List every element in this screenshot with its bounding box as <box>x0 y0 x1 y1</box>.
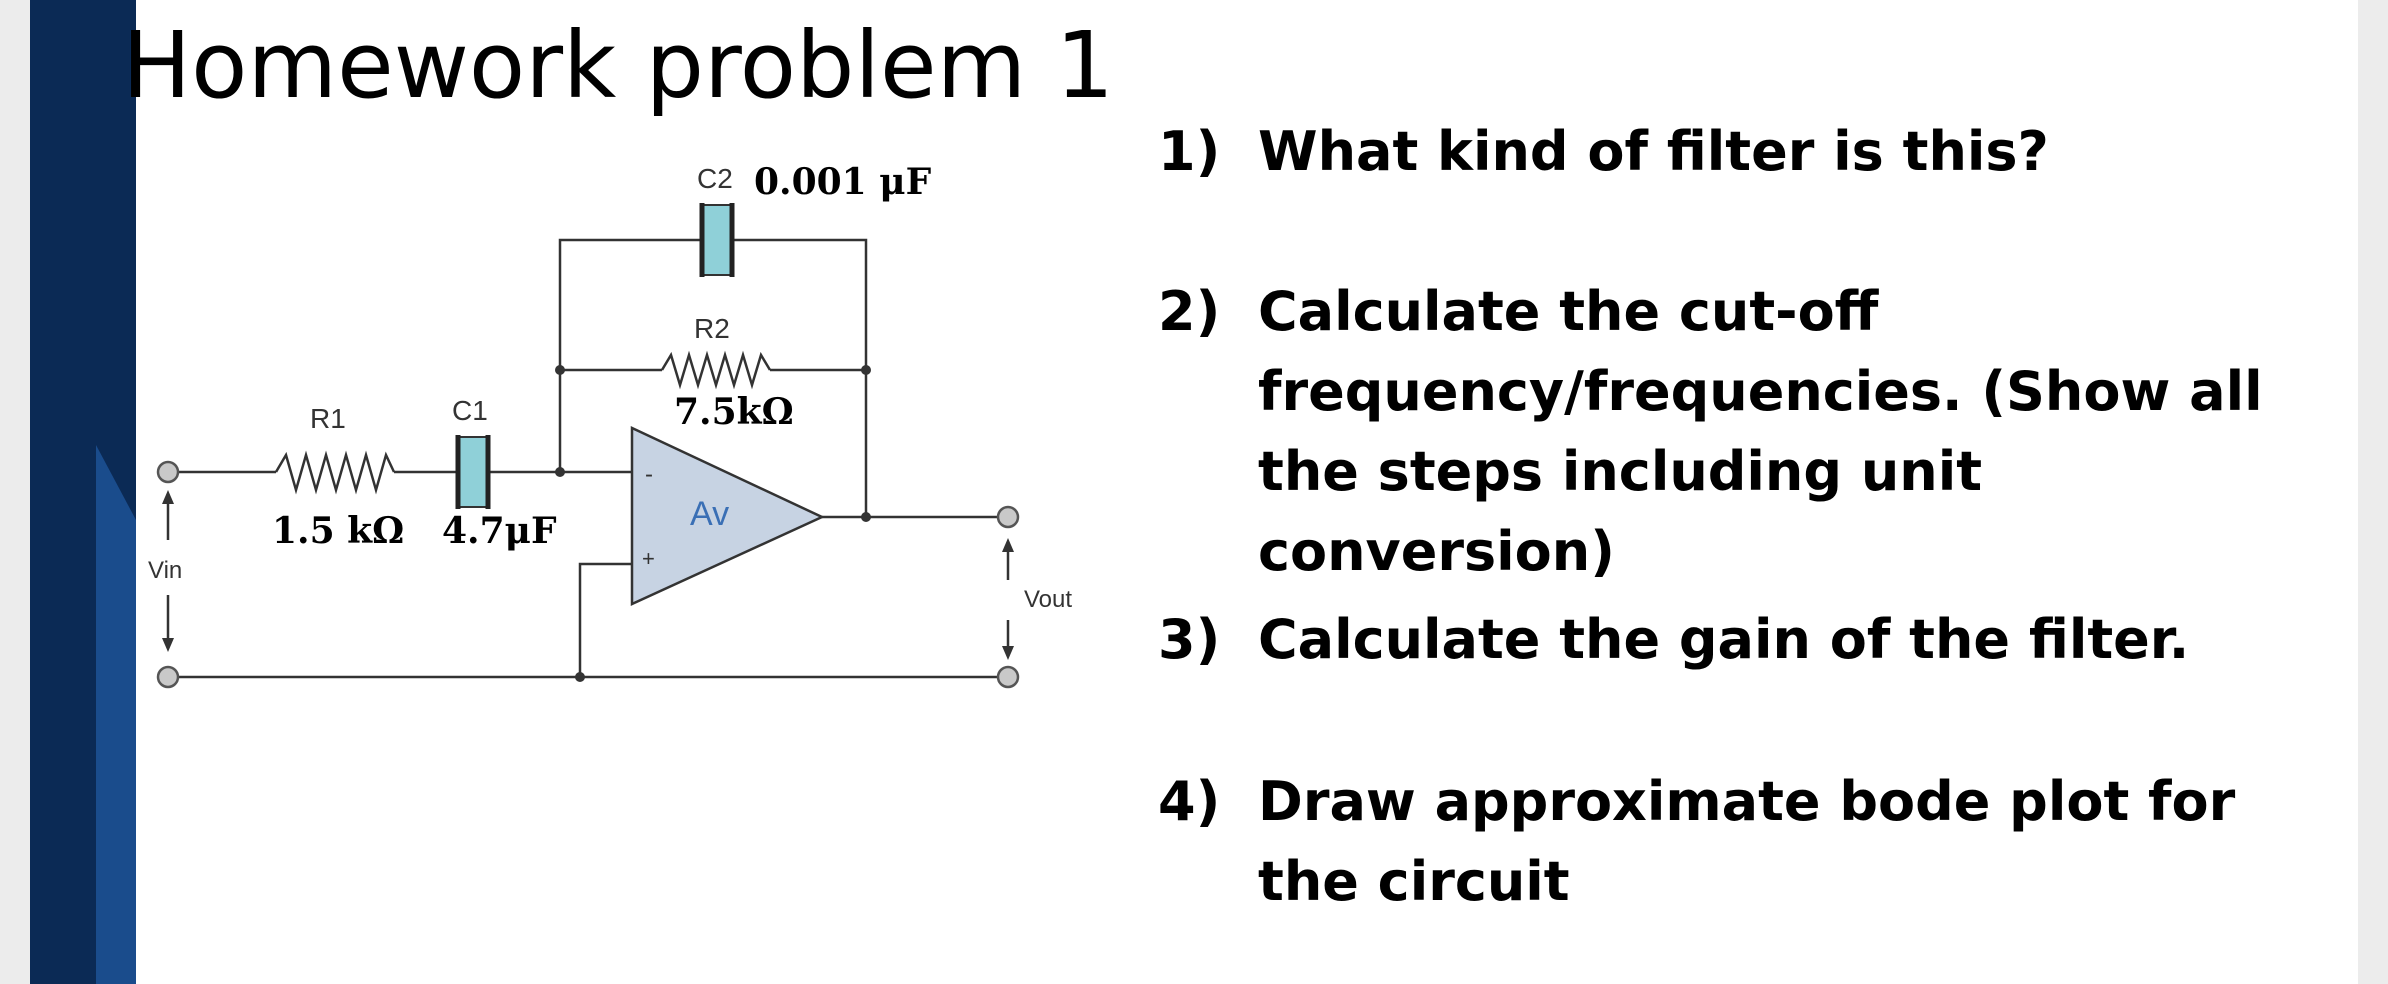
vout-arrow-up-head <box>1002 538 1014 552</box>
opamp-label: Av <box>690 495 729 533</box>
junction-node <box>555 365 565 375</box>
c1-value-label: 4.7μF <box>442 510 557 552</box>
question-text: Draw approximate bode plot for the circu… <box>1258 770 2236 913</box>
slide-accent-band-dark <box>30 0 96 984</box>
wire-c2-left <box>558 238 702 370</box>
r1-name-label: R1 <box>310 403 346 434</box>
vout-label: Vout <box>1024 586 1072 613</box>
frame-left-edge <box>0 0 30 984</box>
capacitor-c2-plates <box>699 203 735 277</box>
wire-plus-to-ground <box>578 562 632 677</box>
capacitor-c2-body <box>701 204 733 276</box>
wire-c2-right <box>732 238 868 517</box>
question-text: Calculate the cut-off frequency/frequenc… <box>1258 280 2263 583</box>
junction-node <box>861 512 871 522</box>
vout-arrow-down-head <box>1002 646 1014 660</box>
capacitor-c1-plates <box>455 435 491 509</box>
c2-value-label: 0.001 μF <box>754 161 932 203</box>
opamp-minus-sign: - <box>645 461 653 488</box>
question-number: 1) <box>1158 120 1221 183</box>
frame-right-edge <box>2358 0 2388 984</box>
slide-accent-band-notch <box>96 0 136 520</box>
c1-name-label: C1 <box>452 395 488 426</box>
opamp-symbol <box>630 426 825 606</box>
question-number: 3) <box>1158 608 1221 671</box>
circuit-diagram: Av - + C2 0.001 μF R2 7.5kΩ R1 1.5 kΩ C1… <box>148 161 1072 689</box>
slide-accent-band-triangle <box>96 445 136 520</box>
vin-arrow-down-head <box>162 638 174 652</box>
vin-terminal-top <box>156 460 180 484</box>
junction-node <box>861 365 871 375</box>
r2-value-label: 7.5kΩ <box>674 391 794 433</box>
junction-node <box>555 467 565 477</box>
opamp-plus-sign: + <box>642 546 655 571</box>
r2-name-label: R2 <box>694 313 730 344</box>
question-text: What kind of filter is this? <box>1258 120 2049 183</box>
vin-label: Vin <box>148 557 182 584</box>
question-text: Calculate the gain of the filter. <box>1258 608 2190 671</box>
junction-node <box>575 672 585 682</box>
vin-terminal-bottom <box>156 665 180 689</box>
capacitor-c1-body <box>457 436 489 508</box>
vout-terminal-top <box>996 505 1020 529</box>
r1-value-label: 1.5 kΩ <box>272 510 404 552</box>
slide-title: Homework problem 1 <box>122 12 1115 119</box>
resistor-r2 <box>660 350 772 390</box>
vout-terminal-bottom <box>996 665 1020 689</box>
question-number: 4) <box>1158 770 1221 833</box>
c2-name-label: C2 <box>697 163 733 194</box>
question-number: 2) <box>1158 280 1221 343</box>
vin-arrow-up-head <box>162 490 174 504</box>
resistor-r1 <box>274 450 396 495</box>
